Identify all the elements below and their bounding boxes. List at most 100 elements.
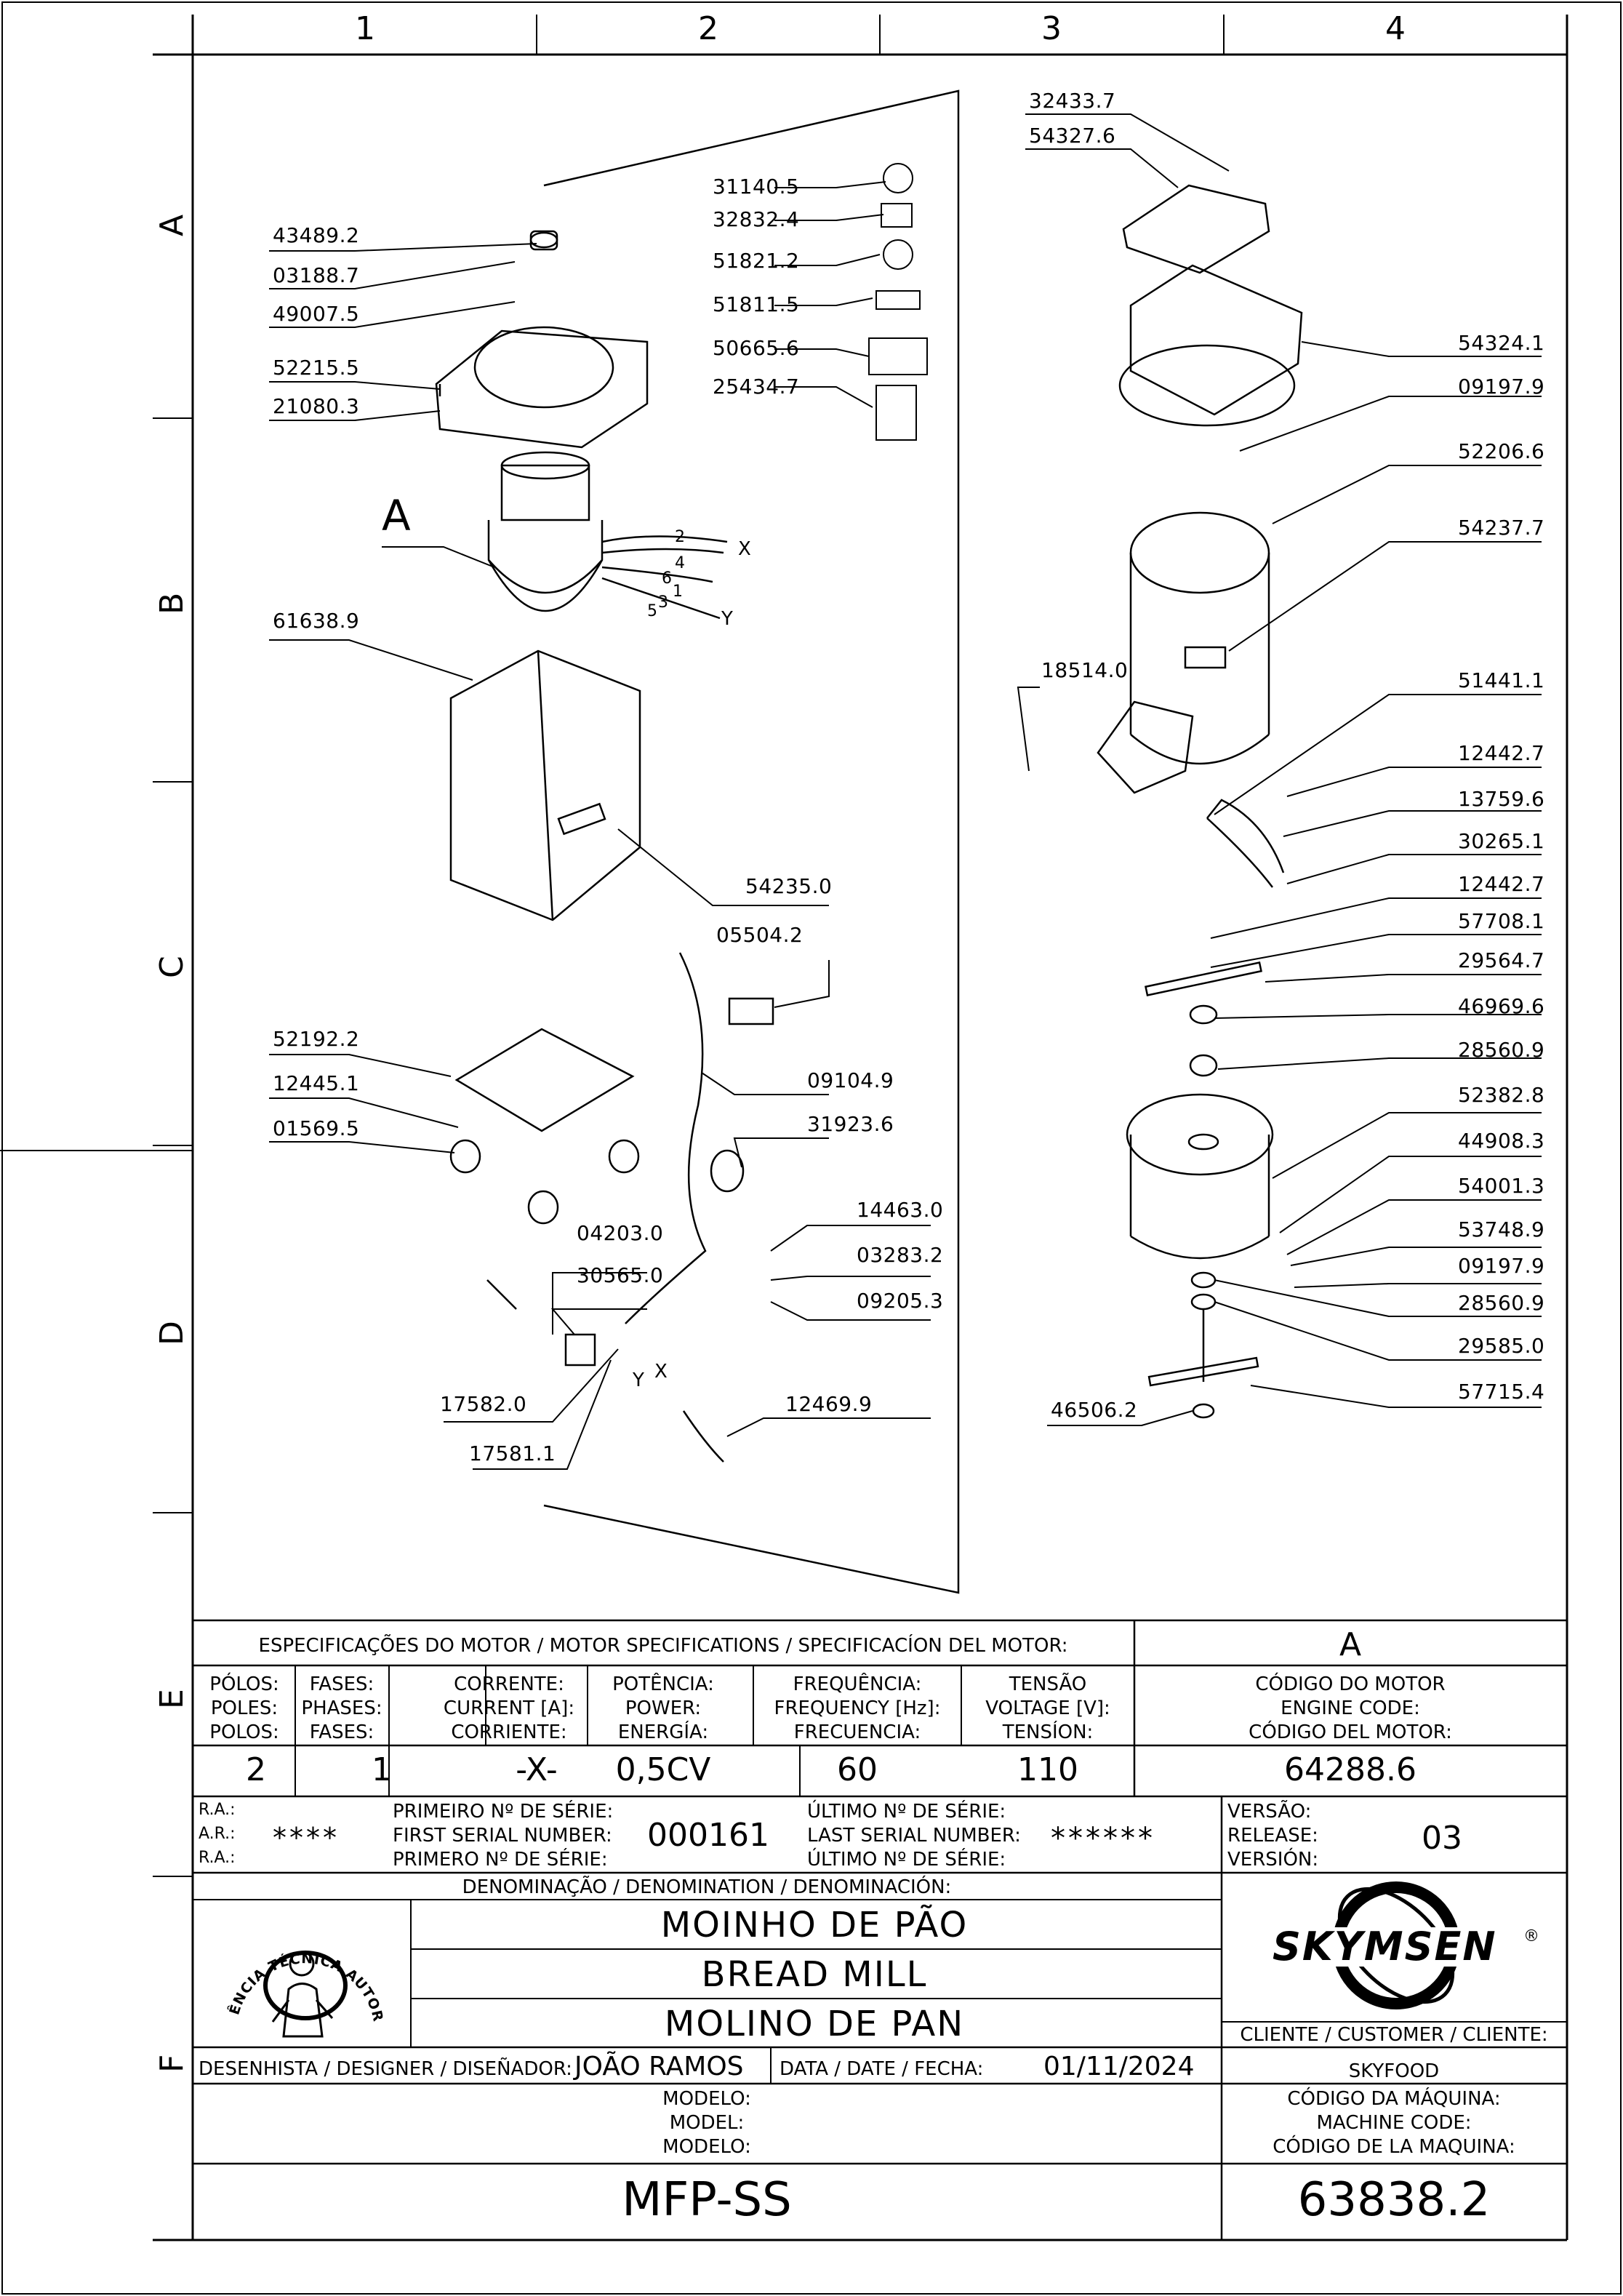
part-callout: 29564.7	[1458, 948, 1545, 972]
part-callout: 12445.1	[273, 1071, 360, 1095]
model-label: MODELO:	[662, 2136, 751, 2158]
wire-label-y: Y	[721, 608, 733, 630]
part-callout: 25434.7	[713, 375, 800, 399]
spec-phases-value: 1	[372, 1751, 392, 1788]
part-callout: 09197.9	[1458, 1254, 1545, 1278]
ra-label: R.A.:	[199, 1849, 236, 1867]
ra-value: ****	[273, 1822, 340, 1854]
grid-row-A: A	[153, 214, 191, 236]
part-callout: 30265.1	[1458, 829, 1545, 853]
grid-column-2: 2	[698, 10, 718, 47]
model-label: MODELO:	[662, 2088, 751, 2110]
spec-poles-value: 2	[246, 1751, 266, 1788]
part-callout: 28560.9	[1458, 1291, 1545, 1315]
designer-label: DESENHISTA / DESIGNER / DISEÑADOR:	[199, 2058, 572, 2080]
view-label-A: A	[382, 491, 411, 540]
customer-value: SKYFOOD	[1348, 2060, 1440, 2082]
grid-row-D: D	[153, 1321, 191, 1345]
version-label: RELEASE:	[1227, 1825, 1318, 1847]
grid-row-B: B	[153, 592, 191, 615]
version-label: VERSIÓN:	[1227, 1849, 1319, 1871]
ar-label: A.R.:	[199, 1825, 236, 1843]
spec-label: FREQUÊNCIA:	[793, 1673, 922, 1695]
grid-row-C: C	[153, 956, 191, 978]
seal-text: ASSISTÊNCIA TÉCNICA AUTORIZADA	[216, 1889, 385, 2023]
spec-label: CORRIENTE:	[451, 1721, 567, 1743]
part-callout: 53748.9	[1458, 1217, 1545, 1241]
part-callout: 03188.7	[273, 263, 360, 287]
first-serial-value: 000161	[647, 1817, 769, 1854]
part-callout: 32832.4	[713, 207, 800, 231]
wire-label-x: X	[738, 538, 751, 560]
spec-label: FREQUENCY [Hz]:	[774, 1697, 941, 1719]
spec-label: TENSÃO	[1009, 1673, 1087, 1695]
spec-label: POLOS:	[209, 1721, 279, 1743]
part-callout: 54324.1	[1458, 331, 1545, 355]
part-callout: 32433.7	[1029, 89, 1116, 113]
wire-number: 1	[673, 583, 683, 601]
machine-code-label: CÓDIGO DE LA MAQUINA:	[1273, 2136, 1515, 2158]
part-callout: 17582.0	[440, 1392, 527, 1416]
date-label: DATA / DATE / FECHA:	[780, 2058, 984, 2080]
logo-text: SKYMSEN	[1270, 1927, 1500, 1967]
wire-number: 5	[647, 602, 657, 620]
part-callout: 09197.9	[1458, 375, 1545, 399]
model-value: MFP-SS	[622, 2173, 792, 2227]
part-callout: 51441.1	[1458, 668, 1545, 692]
part-callout: 21080.3	[273, 394, 360, 418]
part-callout: 09104.9	[807, 1068, 894, 1092]
part-callout: 54327.6	[1029, 124, 1116, 148]
part-callout: 04203.0	[577, 1221, 664, 1245]
customer-label: CLIENTE / CUSTOMER / CLIENTE:	[1240, 2024, 1548, 2046]
spec-power-value: 0,5CV	[615, 1751, 711, 1788]
part-callout: 52215.5	[273, 356, 360, 380]
ra-label: R.A.:	[199, 1801, 236, 1819]
denomination-es: MOLINO DE PAN	[664, 2004, 965, 2044]
part-callout: 31140.5	[713, 175, 800, 199]
spec-label: POLES:	[210, 1697, 278, 1719]
part-callout: 14463.0	[857, 1198, 944, 1222]
wire-number: 4	[675, 554, 685, 572]
last-serial-label: ÚLTIMO Nº DE SÉRIE:	[807, 1849, 1006, 1871]
part-callout: 12442.7	[1458, 872, 1545, 896]
part-callout: 28560.9	[1458, 1038, 1545, 1062]
denomination-pt: MOINHO DE PÃO	[660, 1905, 969, 1945]
spec-label: CURRENT [A]:	[443, 1697, 575, 1719]
spec-label: POWER:	[625, 1697, 702, 1719]
part-callout: 44908.3	[1458, 1129, 1545, 1153]
machine-code-label: MACHINE CODE:	[1316, 2112, 1472, 2134]
spec-label: ENERGÍA:	[617, 1721, 709, 1743]
version-value: 03	[1422, 1820, 1462, 1857]
spec-label: CÓDIGO DO MOTOR	[1255, 1673, 1446, 1695]
part-callout: 46969.6	[1458, 994, 1545, 1018]
spec-frequency-value: 60	[837, 1751, 878, 1788]
part-callout: 46506.2	[1051, 1398, 1138, 1422]
spec-current-value: -X-	[516, 1751, 558, 1788]
spec-label: VOLTAGE [V]:	[985, 1697, 1110, 1719]
spec-label: TENSÍON:	[1002, 1721, 1094, 1743]
grid-column-3: 3	[1041, 10, 1062, 47]
part-callout: 49007.5	[273, 302, 360, 326]
part-callout: 52382.8	[1458, 1083, 1545, 1107]
part-callout: 54237.7	[1458, 516, 1545, 540]
last-serial-value: ******	[1051, 1822, 1155, 1855]
designer-value: JOÃO RAMOS	[574, 2052, 744, 2081]
spec-engine-code-value: 64288.6	[1284, 1751, 1416, 1788]
last-serial-label: LAST SERIAL NUMBER:	[807, 1825, 1021, 1847]
date-value: 01/11/2024	[1043, 2052, 1195, 2081]
part-callout: 09205.3	[857, 1289, 944, 1313]
spec-label: ENGINE CODE:	[1281, 1697, 1420, 1719]
part-callout: 61638.9	[273, 609, 360, 633]
part-callout: 51821.2	[713, 249, 800, 273]
part-callout: 03283.2	[857, 1243, 944, 1267]
machine-code-label: CÓDIGO DA MÁQUINA:	[1287, 2088, 1501, 2110]
skymsen-logo: SKYMSEN ®	[1229, 1876, 1563, 2018]
part-callout: 43489.2	[273, 223, 360, 247]
part-callout: 52192.2	[273, 1027, 360, 1051]
spec-label: PÓLOS:	[209, 1673, 279, 1695]
wire-number: 2	[675, 528, 685, 546]
part-callout: 05504.2	[716, 923, 804, 947]
wire-label-y: Y	[633, 1369, 644, 1391]
